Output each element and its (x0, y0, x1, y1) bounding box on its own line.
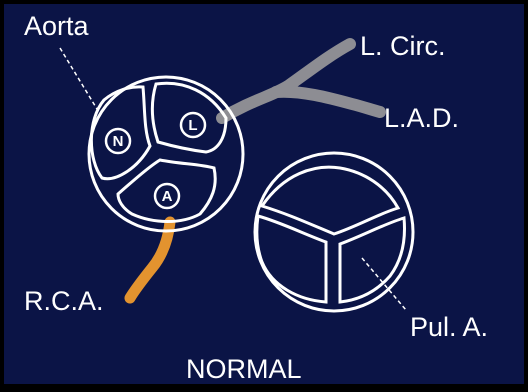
caption-normal: NORMAL (186, 354, 302, 384)
label-lad: L.A.D. (384, 103, 459, 133)
cusp-l-letter: L (188, 117, 197, 134)
label-pulmonary-artery: Pul. A. (410, 312, 488, 342)
cusp-n-letter: N (113, 133, 124, 150)
cusp-a-letter: A (162, 188, 173, 205)
label-left-circumflex: L. Circ. (360, 31, 446, 61)
label-aorta: Aorta (24, 11, 90, 41)
label-rca: R.C.A. (24, 286, 104, 316)
